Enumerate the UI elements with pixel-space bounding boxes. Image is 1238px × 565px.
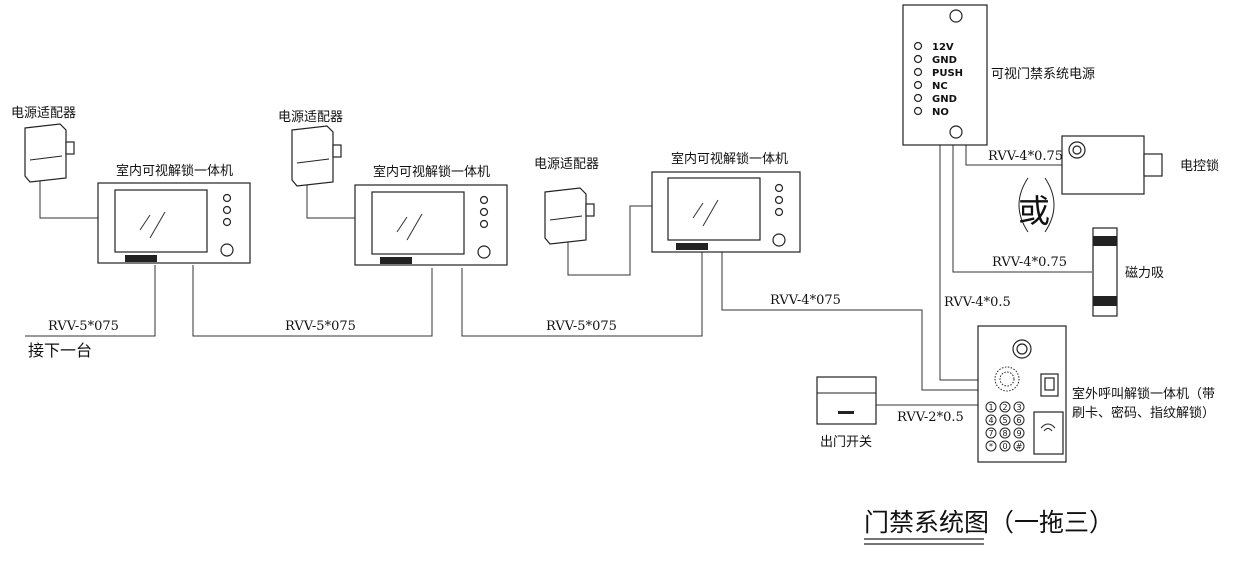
keypad-key-label: 6	[1016, 416, 1021, 425]
cable-label-psu-outdoor: RVV-4*0.5	[944, 295, 1011, 310]
adapter3-wire	[567, 205, 654, 276]
or-label: 或	[1018, 192, 1050, 230]
adapter2-wire	[306, 185, 355, 219]
monitor-label-2: 室内可视解锁一体机	[373, 164, 490, 180]
keypad-key-label: 0	[1002, 442, 1007, 451]
terminal-push: PUSH	[932, 68, 963, 79]
power-adapter-3	[544, 187, 595, 245]
cable-label-maglock: RVV-4*0.75	[992, 255, 1067, 270]
monitor-label-1: 室内可视解锁一体机	[116, 163, 233, 179]
electric-lock	[1061, 135, 1163, 195]
adapter-label-3: 电源适配器	[534, 157, 599, 172]
access-power-supply: 12V GND PUSH NC GND NO	[902, 4, 988, 146]
terminal-screws	[913, 41, 923, 116]
psu-maglock-wire	[952, 145, 1092, 273]
diagram-title-block: 门禁系统图（一拖三）	[864, 508, 1114, 545]
power-adapter-1	[24, 123, 75, 183]
cable-label-3: RVV-5*075	[546, 319, 617, 334]
terminal-no: NO	[932, 107, 949, 118]
terminal-nc: NC	[932, 81, 948, 92]
exit-button-device	[816, 376, 877, 425]
keypad-key-label: 3	[1016, 403, 1021, 412]
adapter1-wire	[39, 180, 100, 219]
terminal-12v: 12V	[932, 42, 954, 53]
next-unit-label: 接下一台	[28, 341, 92, 360]
keypad-key-label: 7	[988, 429, 993, 438]
keypad-key	[1013, 440, 1025, 452]
exit-button-label: 出门开关	[820, 435, 872, 450]
next-unit-wire	[25, 265, 156, 337]
keypad-key	[999, 414, 1011, 426]
speaker-grille	[994, 366, 1020, 392]
cable-label-outdoor: RVV-4*075	[770, 293, 841, 308]
keypad-key	[999, 401, 1011, 413]
keypad-key	[985, 427, 997, 439]
keypad-key	[999, 440, 1011, 452]
keypad-key	[1013, 414, 1025, 426]
cable-label-2: RVV-5*075	[285, 319, 356, 334]
psu-lock-wire	[965, 145, 1062, 166]
diagram-title: 门禁系统图（一拖三）	[864, 508, 1114, 537]
cable-label-1: RVV-5*075	[48, 319, 119, 334]
keypad-key	[999, 427, 1011, 439]
keypad-key-label: *	[989, 442, 993, 451]
power-adapter-2	[291, 125, 342, 187]
outdoor-unit-label-2: 刷卡、密码、指纹解锁）	[1072, 405, 1215, 421]
keypad-key-label: #	[1016, 442, 1023, 451]
adapter-label-2: 电源适配器	[278, 110, 343, 125]
indoor-monitor-1	[97, 182, 251, 264]
wiring	[25, 145, 1092, 406]
electric-lock-label: 电控锁	[1180, 158, 1219, 174]
monitor-label-3: 室内可视解锁一体机	[671, 151, 788, 167]
m1-m2-wire	[192, 265, 433, 337]
terminal-gnd-1: GND	[932, 55, 957, 66]
keypad-key-label: 5	[1002, 416, 1007, 425]
magnetic-lock	[1092, 227, 1118, 317]
keypad-key-label: 2	[1002, 403, 1007, 412]
keypad-key-label: 8	[1002, 429, 1007, 438]
adapter-label-1: 电源适配器	[11, 106, 76, 121]
keypad-key	[985, 440, 997, 452]
m2-m3-wire	[461, 250, 703, 337]
keypad-key-label: 1	[988, 403, 993, 412]
indoor-monitor-2	[354, 184, 508, 266]
keypad-key	[985, 414, 997, 426]
keypad-key-label: 9	[1016, 429, 1021, 438]
keypad-key	[1013, 427, 1025, 439]
cable-label-lock: RVV-4*0.75	[988, 149, 1063, 164]
maglock-label: 磁力吸	[1125, 266, 1164, 281]
keypad-key	[985, 401, 997, 413]
keypad-key	[1013, 401, 1025, 413]
outdoor-unit-label-1: 室外呼叫解锁一体机（带	[1072, 386, 1215, 402]
power-supply-label: 可视门禁系统电源	[991, 67, 1095, 82]
indoor-monitor-3	[651, 171, 801, 253]
terminal-gnd-2: GND	[932, 94, 957, 105]
m3-outdoor-wire	[721, 250, 980, 391]
cable-label-exit: RVV-2*0.5	[897, 410, 964, 425]
psu-outdoor-wire	[939, 145, 980, 381]
keypad-key-label: 4	[988, 416, 993, 425]
